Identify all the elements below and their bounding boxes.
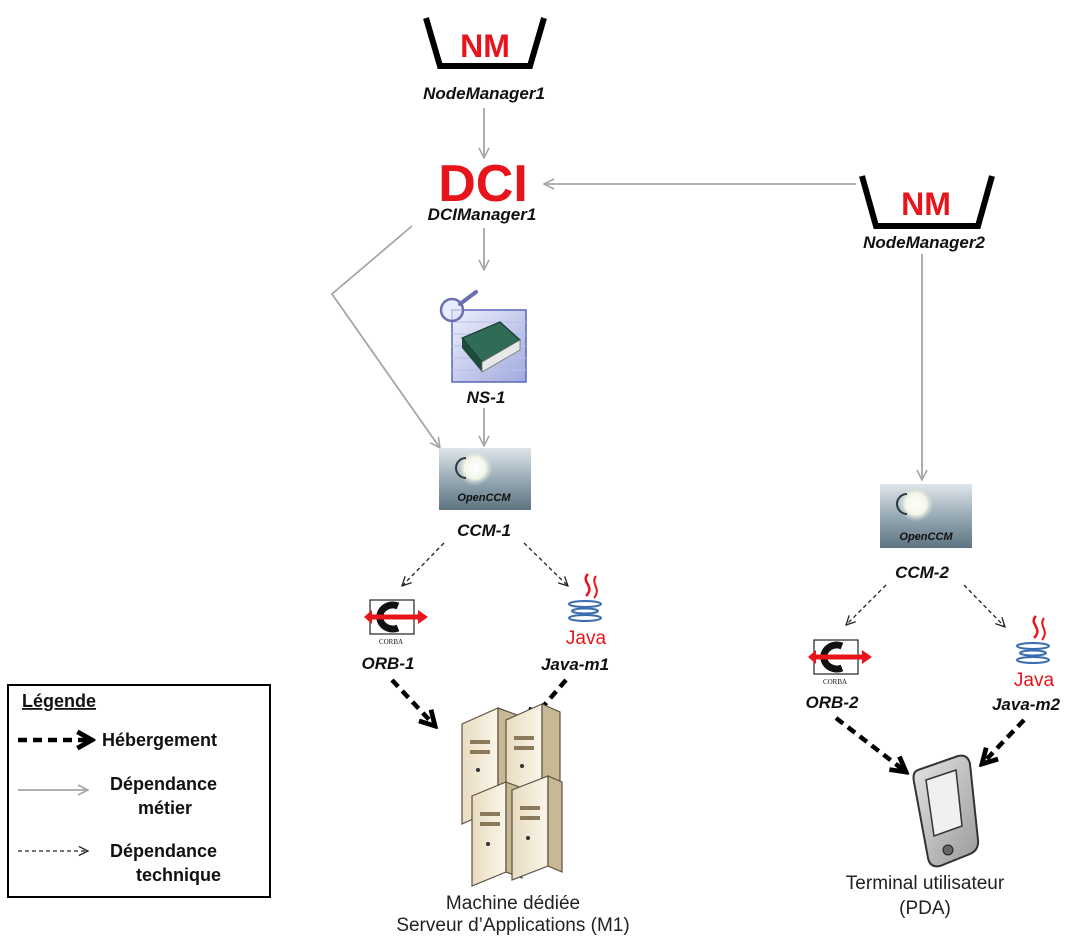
node-orb2: CORBA ORB-2 [806, 639, 872, 712]
legend-technical-label-line2: technique [136, 865, 221, 885]
m1-caption-line1: Machine dédiée [446, 893, 580, 914]
pda-terminal: Terminal utilisateur (PDA) [846, 754, 1005, 919]
node-nodemanager2: NM NodeManager2 [859, 175, 995, 252]
java1-badge: Java [566, 628, 607, 649]
pda-caption-line2: (PDA) [899, 898, 951, 919]
legend-hosting-label: Hébergement [102, 730, 217, 750]
legend-technical-label-line1: Dépendance [110, 841, 217, 861]
legend-box [7, 684, 271, 898]
node-dcimanager1: DCI DCIManager1 [428, 155, 537, 224]
node-java-m1: Java Java-m1 [541, 573, 609, 674]
orb2-badge: CORBA [823, 678, 847, 686]
node-ccm1: OpenCCM CCM-1 [439, 448, 531, 540]
nm1-badge: NM [460, 28, 510, 64]
ccm1-badge: OpenCCM [457, 492, 511, 504]
legend-business-label-line2: métier [138, 798, 192, 818]
nm-basket-icon: NM [859, 175, 995, 229]
server-tower-icon [461, 703, 563, 887]
node-ccm2: OpenCCM CCM-2 [880, 484, 972, 582]
arrow-orb1-to-m1 [390, 678, 435, 726]
orb2-label: ORB-2 [806, 693, 859, 712]
java-logo-icon: Java [1014, 615, 1055, 691]
dci-label: DCIManager1 [428, 205, 537, 224]
nm2-label: NodeManager2 [863, 233, 985, 252]
server-m1: Machine dédiée Serveur d’Applications (M… [396, 703, 630, 936]
m1-caption-line2: Serveur d’Applications (M1) [396, 915, 629, 936]
arrow-ccm1-to-java1 [523, 542, 568, 586]
pda-device-icon [912, 754, 980, 868]
node-ns1: NS-1 [439, 290, 527, 407]
node-orb1: CORBA ORB-1 [362, 599, 428, 673]
java1-label: Java-m1 [541, 655, 609, 674]
java2-label: Java-m2 [992, 695, 1061, 714]
node-java-m2: Java Java-m2 [992, 615, 1061, 714]
nm-basket-icon: NM [423, 17, 547, 69]
business-dependency-arrows [330, 108, 922, 480]
java2-badge: Java [1014, 670, 1055, 691]
nm1-label: NodeManager1 [423, 84, 545, 103]
ccm2-label: CCM-2 [895, 563, 949, 582]
java-logo-icon: Java [566, 573, 607, 649]
orb1-badge: CORBA [379, 638, 403, 646]
arrow-ccm2-to-java2 [963, 584, 1005, 627]
ccm1-label: CCM-1 [457, 521, 511, 540]
naming-service-book-icon [439, 290, 527, 383]
openccm-logo-icon: OpenCCM [880, 484, 972, 548]
corba-logo-icon: CORBA [808, 639, 872, 686]
arrow-java2-to-pda [982, 718, 1026, 764]
nm2-badge: NM [901, 186, 951, 222]
arrow-orb2-to-pda [834, 716, 906, 772]
openccm-logo-icon: OpenCCM [439, 448, 531, 510]
node-nodemanager1: NM NodeManager1 [423, 17, 547, 103]
technical-dependency-arrows [402, 542, 1005, 627]
pda-caption-line1: Terminal utilisateur [846, 873, 1005, 894]
legend-title: Légende [22, 691, 96, 711]
orb1-label: ORB-1 [362, 654, 415, 673]
arrow-dci-to-ccm1 [330, 225, 440, 448]
legend: Légende Hébergement Dépendance métier Dé… [7, 684, 271, 898]
corba-logo-icon: CORBA [364, 599, 428, 646]
arrow-ccm2-to-orb2 [846, 584, 887, 625]
ccm2-badge: OpenCCM [899, 531, 953, 543]
dci-badge: DCI [438, 155, 528, 213]
arrow-ccm1-to-orb1 [402, 542, 445, 586]
ns1-label: NS-1 [467, 388, 506, 407]
legend-business-label-line1: Dépendance [110, 774, 217, 794]
